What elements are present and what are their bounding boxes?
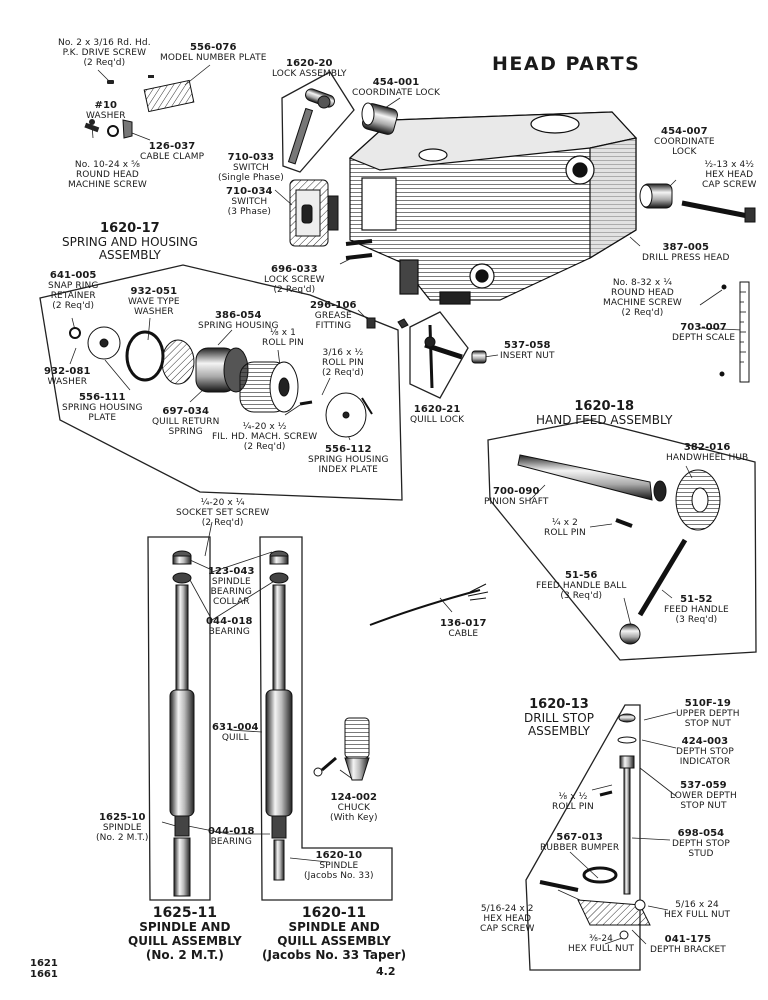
quill-lock-outline	[409, 311, 469, 399]
page-title: HEAD PARTS	[492, 53, 641, 75]
hand-feed-parts	[517, 454, 721, 645]
quill-asm-2mt-outline	[147, 536, 211, 901]
spring-housing-outline	[39, 264, 403, 501]
cable-drawing	[369, 583, 489, 626]
lock-assembly-outline	[281, 71, 355, 173]
model-number: 1661	[30, 969, 58, 980]
label-drive-screw: No. 2 x 3/16 Rd. Hd.P.K. DRIVE SCREW(2 R…	[58, 38, 151, 68]
switch-drawing	[289, 179, 339, 247]
drill-stop-outline	[525, 704, 641, 971]
coordinate-lock-b-drawing	[639, 183, 756, 223]
lock-assembly-drawing	[287, 88, 335, 165]
leader-lines	[69, 64, 743, 945]
assembly-outlines	[39, 71, 757, 971]
chuck-drawing	[313, 717, 370, 781]
model-number-plate	[143, 79, 195, 113]
insert-nut-and-quill-lock	[424, 324, 487, 389]
small-screws-top	[84, 75, 154, 139]
depth-scale-drawing	[719, 281, 750, 383]
lock-screws	[345, 239, 409, 329]
coordinate-lock-a-drawing	[361, 102, 398, 135]
quill-assembly-2mt-drawing	[169, 550, 195, 897]
hand-feed-outline	[487, 419, 757, 661]
quill-asm-jacobs-outline	[259, 536, 393, 901]
drill-press-head	[348, 111, 638, 305]
quill-assembly-jacobs-drawing	[265, 550, 293, 881]
page-number: 4.2	[376, 965, 396, 978]
spring-housing-parts	[69, 326, 373, 438]
drill-stop-parts	[539, 713, 651, 940]
model-number: 1621	[30, 958, 58, 969]
model-list: 1621 1661	[30, 958, 58, 980]
